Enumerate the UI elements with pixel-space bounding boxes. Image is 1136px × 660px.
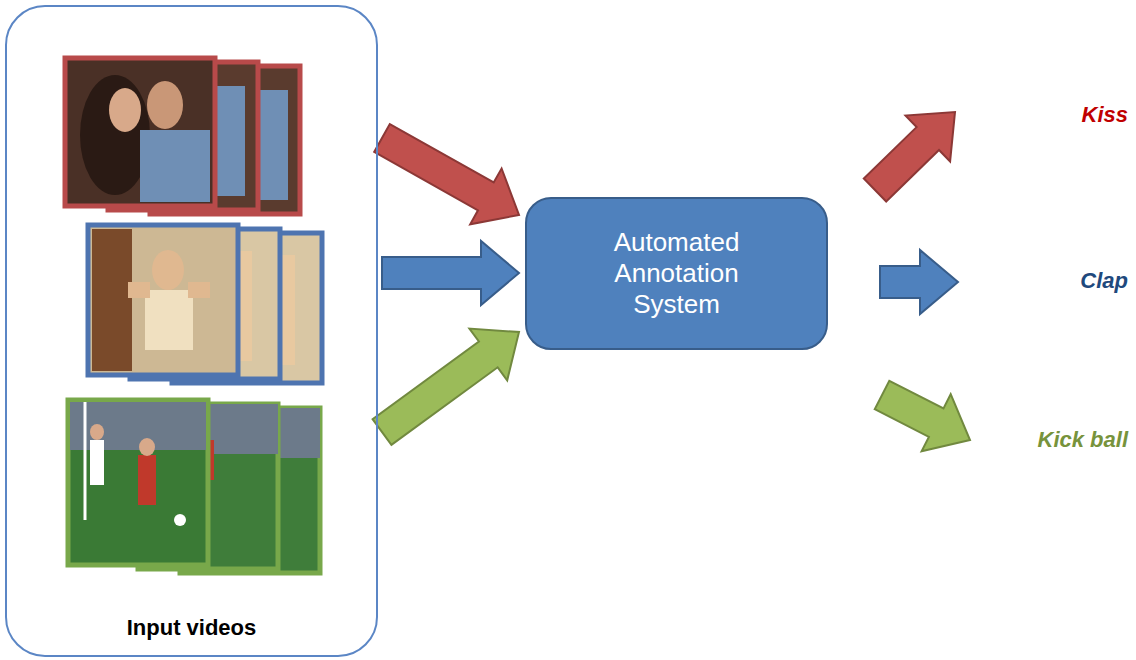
input-arrow [374, 124, 519, 224]
kiss-video [65, 58, 300, 214]
output-label: Kick ball [1038, 427, 1128, 453]
kick-ball-video [68, 400, 320, 573]
output-arrow [875, 381, 970, 451]
clap-video [88, 225, 322, 383]
group-title: Input videos [7, 615, 376, 641]
process-label: Automated Annotation System [577, 227, 777, 321]
input-container: Input videos [5, 5, 378, 657]
output-arrow [880, 250, 958, 314]
input-arrow [373, 329, 519, 445]
output-label: Kiss [1082, 102, 1128, 128]
output-label: Clap [1080, 268, 1128, 294]
output-arrow [864, 112, 955, 202]
process-box: Automated Annotation System [525, 197, 828, 350]
input-arrow [382, 241, 519, 305]
